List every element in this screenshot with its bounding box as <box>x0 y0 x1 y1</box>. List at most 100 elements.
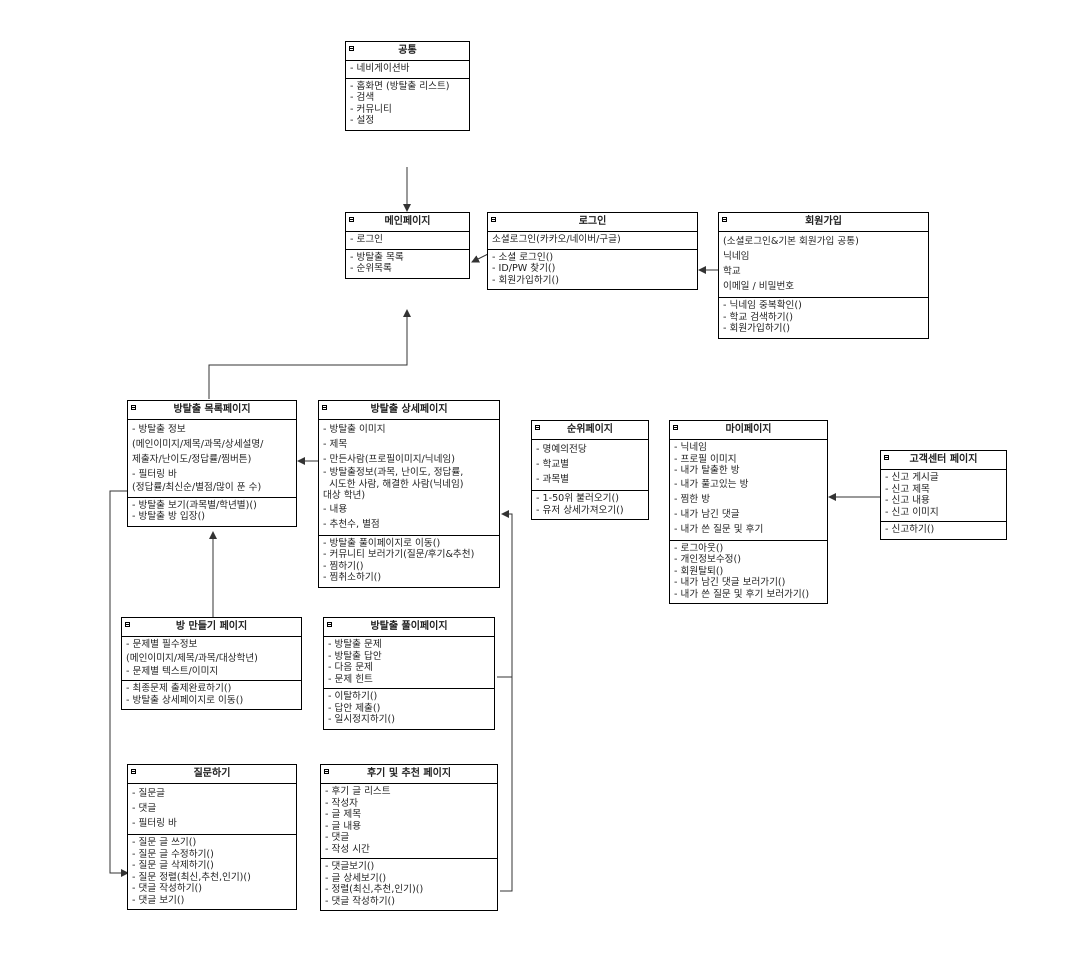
method-item: - 댓글보기() <box>325 861 375 872</box>
methods-section: - 홈화면 (방탈출 리스트)- 검색- 커뮤니티- 설정 <box>346 77 469 130</box>
attribute-item: - 방탈출 이미지 <box>323 424 386 435</box>
method-item: - 유저 상세가져오기() <box>536 504 624 516</box>
class-header: 마이페이지 <box>670 421 827 440</box>
attributes-section: 소셜로그인(카카오/네이버/구글) <box>488 232 697 249</box>
edge-branch-to-detail <box>501 510 513 677</box>
collapse-icon[interactable] <box>673 425 678 430</box>
method-item: - 댓글 보기() <box>132 894 185 906</box>
class-box-solve: 방탈출 풀이페이지- 방탈출 문제- 방탈출 답안- 다음 문제- 문제 힌트-… <box>323 617 495 730</box>
attribute-item: - 명예의전당 <box>536 444 587 455</box>
class-title: 메인페이지 <box>384 216 431 227</box>
class-title: 방 만들기 페이지 <box>175 621 248 632</box>
collapse-icon[interactable] <box>131 769 136 774</box>
methods-section: - 질문 글 쓰기()- 질문 글 수정하기()- 질문 글 삭제하기()- 질… <box>128 834 296 909</box>
collapse-icon[interactable] <box>125 622 130 627</box>
method-item: - 소셜 로그인() <box>492 251 554 263</box>
class-header: 방탈출 목록페이지 <box>128 401 296 420</box>
methods-section: - 방탈출 풀이페이지로 이동()- 커뮤니티 보러가기(질문/후기&추천)- … <box>319 534 499 587</box>
method-item: - 1-50위 불러오기() <box>536 493 619 504</box>
collapse-icon[interactable] <box>722 217 727 222</box>
methods-section: - 1-50위 불러오기()- 유저 상세가져오기() <box>532 490 648 519</box>
class-title: 순위페이지 <box>567 424 613 435</box>
methods-section: - 로그아웃()- 개인정보수정()- 회원탈퇴()- 내가 남긴 댓글 보러가… <box>670 539 827 604</box>
method-item: - 회원가입하기() <box>492 274 559 286</box>
attribute-item: - 만든사람(프로필이미지/닉네임) <box>323 454 455 465</box>
method-item: - ID/PW 찾기() <box>492 263 556 274</box>
method-item: - 일시정지하기() <box>328 714 395 725</box>
method-item: - 댓글 작성하기() <box>325 895 396 907</box>
class-box-rank: 순위페이지- 명예의전당- 학교별- 과목별- 1-50위 불러오기()- 유저… <box>531 420 649 520</box>
collapse-icon[interactable] <box>884 455 889 460</box>
collapse-icon[interactable] <box>131 405 136 410</box>
class-header: 후기 및 추천 페이지 <box>321 765 497 784</box>
method-item: - 질문 정렬(최신,추천,인기)() <box>132 871 251 883</box>
attribute-item: 닉네임 <box>723 251 750 262</box>
attributes-section: - 문제별 필수정보(메인이미지/제목/과목/대상학년)- 문제별 텍스트/이미… <box>122 637 301 680</box>
collapse-icon[interactable] <box>349 46 354 51</box>
class-box-list: 방탈출 목록페이지- 방탈출 정보(메인이미지/제목/과목/상세설명/제출자/난… <box>127 400 297 527</box>
method-item: - 방탈출 방 입장() <box>132 511 206 522</box>
methods-section: - 닉네임 중복확인()- 학교 검색하기()- 회원가입하기() <box>719 297 928 338</box>
method-item: - 이탈하기() <box>328 691 378 702</box>
method-item: - 검색 <box>350 92 375 103</box>
collapse-icon[interactable] <box>491 217 496 222</box>
class-header: 방 만들기 페이지 <box>122 618 301 637</box>
attributes-section: - 방탈출 정보(메인이미지/제목/과목/상세설명/제출자/난이도/정답률/찜버… <box>128 420 296 497</box>
attribute-item: - 후기 글 리스트 <box>325 786 391 797</box>
class-box-common: 공통- 네비게이션바- 홈화면 (방탈출 리스트)- 검색- 커뮤니티- 설정 <box>345 41 470 131</box>
attribute-item: - 닉네임 <box>674 442 707 453</box>
attribute-item: - 필터링 바 <box>132 469 177 480</box>
method-item: - 닉네임 중복확인() <box>723 300 802 311</box>
class-header: 순위페이지 <box>532 421 648 440</box>
method-item: - 설정 <box>350 115 375 126</box>
collapse-icon[interactable] <box>349 217 354 222</box>
attributes-section: - 신고 게시글- 신고 제목- 신고 내용- 신고 이미지 <box>881 470 1006 521</box>
method-item: - 찜하기() <box>323 560 364 572</box>
attribute-item: - 방탈출 문제 <box>328 639 382 650</box>
method-item: - 학교 검색하기() <box>723 311 794 323</box>
attribute-item: - 프로필 이미지 <box>674 453 737 465</box>
attribute-item: - 다음 문제 <box>328 662 373 673</box>
attribute-item: - 추천수, 별점 <box>323 518 380 530</box>
attribute-item: - 필터링 바 <box>132 818 177 829</box>
method-item: - 개인정보수정() <box>674 554 741 565</box>
attribute-item: - 내가 풀고있는 방 <box>674 478 749 490</box>
attribute-item: (메인이미지/제목/과목/대상학년) <box>126 652 258 664</box>
method-item: - 회원탈퇴() <box>674 565 724 577</box>
collapse-icon[interactable] <box>322 405 327 410</box>
attribute-item: - 질문글 <box>132 788 165 799</box>
attribute-item: - 내가 쓴 질문 및 후기 <box>674 523 764 535</box>
attribute-item: - 글 내용 <box>325 820 362 832</box>
edge-list-to-main <box>208 309 411 399</box>
method-item: - 정렬(최신,추천,인기)() <box>325 884 424 895</box>
method-item: - 신고하기() <box>885 524 935 535</box>
attributes-section: - 닉네임- 프로필 이미지- 내가 탈출한 방- 내가 풀고있는 방- 찜한 … <box>670 440 827 540</box>
method-item: - 질문 글 삭제하기() <box>132 860 214 871</box>
edge-login-to-main <box>471 253 489 263</box>
attribute-item: - 찜한 방 <box>674 493 711 505</box>
class-box-cs: 고객센터 페이지 - 신고 게시글- 신고 제목- 신고 내용- 신고 이미지 - … <box>880 450 1007 540</box>
class-header: 로그인 <box>488 213 697 232</box>
collapse-icon[interactable] <box>324 769 329 774</box>
class-title: 고객센터 페이지 <box>909 454 978 465</box>
attributes-section: - 후기 글 리스트- 작성자- 글 제목- 글 내용- 댓글- 작성 시간 <box>321 784 497 858</box>
class-title: 질문하기 <box>193 768 231 779</box>
methods-section: - 소셜 로그인()- ID/PW 찾기()- 회원가입하기() <box>488 248 697 290</box>
method-item: - 방탈출 풀이페이지로 이동() <box>323 537 441 549</box>
attributes-section: - 질문글 - 댓글 - 필터링 바 <box>128 784 296 834</box>
method-item: - 커뮤니티 보러가기(질문/후기&추천) <box>323 549 475 560</box>
method-item: - 질문 글 수정하기() <box>132 848 214 860</box>
edge-review-to-detail <box>497 676 513 892</box>
attribute-item: 시도한 사람, 해결한 사람(닉네임) <box>323 478 464 490</box>
attribute-item: - 댓글 <box>132 803 157 814</box>
method-item: - 로그아웃() <box>674 542 724 554</box>
class-box-detail: 방탈출 상세페이지- 방탈출 이미지- 제목- 만든사람(프로필이미지/닉네임)… <box>318 400 500 588</box>
collapse-icon[interactable] <box>535 425 540 430</box>
class-box-question: 질문하기 - 질문글 - 댓글 - 필터링 바 - 질문 글 쓰기()- 질문 글 수정… <box>127 764 297 910</box>
collapse-icon[interactable] <box>327 622 332 627</box>
class-header: 질문하기 <box>128 765 296 784</box>
methods-section: - 댓글보기()- 글 상세보기()- 정렬(최신,추천,인기)()- 댓글 작… <box>321 858 497 910</box>
